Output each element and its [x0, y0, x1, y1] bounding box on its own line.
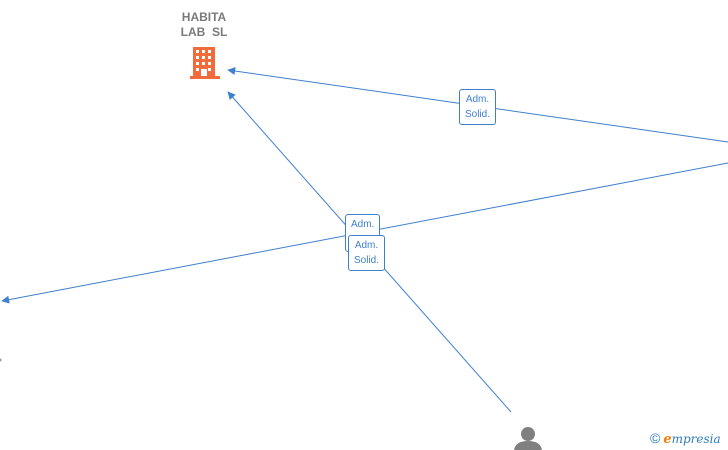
empresia-watermark: ©empresia: [650, 430, 721, 447]
offscreen-node-marker: [0, 358, 2, 362]
edge-label-adm-solid-bottom: Adm. Solid.: [348, 235, 386, 271]
brand-initial: e: [663, 432, 672, 447]
edge-label-line1: Adm.: [465, 94, 490, 105]
edge-label-line1: Adm.: [354, 240, 379, 251]
company-name-line2: LAB SL: [180, 25, 228, 39]
company-node-label[interactable]: HABITA LAB SL: [159, 10, 249, 40]
copyright-symbol: ©: [650, 430, 661, 446]
edge-label-line1: Adm.: [351, 219, 375, 230]
building-icon[interactable]: [190, 47, 220, 79]
brand-name: mpresia: [671, 432, 721, 446]
edge-label-line2: Solid.: [465, 109, 491, 120]
edge-label-line2: Solid.: [354, 255, 380, 266]
person-icon[interactable]: [514, 427, 542, 450]
edge-label-adm-solid-top: Adm. Solid.: [459, 89, 497, 125]
company-name-line1: HABITA: [181, 10, 227, 24]
